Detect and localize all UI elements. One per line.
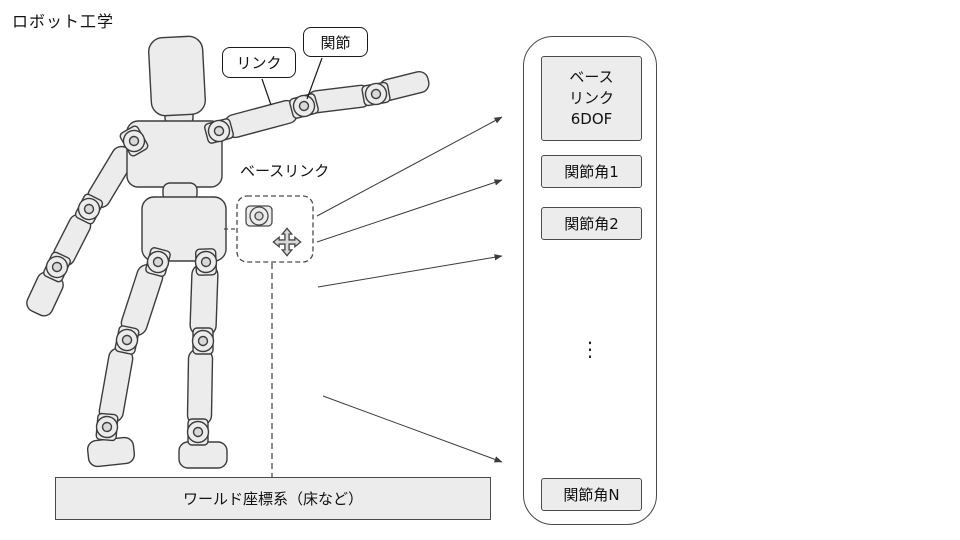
joint-callout: 関節 bbox=[303, 27, 368, 57]
right-elbow-joint bbox=[288, 91, 320, 121]
right-foot bbox=[178, 441, 228, 469]
state-base-link-6dof: ベース リンク 6DOF bbox=[541, 56, 642, 141]
left-ankle-joint bbox=[94, 412, 120, 442]
state-panel: ベース リンク 6DOF 関節角1 関節角2 ⋮ 関節角N bbox=[523, 36, 657, 525]
robot-head bbox=[148, 35, 206, 117]
state-arrows bbox=[316, 116, 503, 463]
right-hip-joint bbox=[194, 247, 218, 277]
robot-figure bbox=[26, 35, 430, 469]
state-joint-angle-n: 関節角N bbox=[541, 478, 642, 511]
panel-ellipsis: ⋮ bbox=[580, 337, 600, 361]
left-foot bbox=[86, 436, 136, 468]
arrow-to-base-dof bbox=[316, 116, 503, 217]
callout-tails bbox=[261, 57, 323, 106]
base-link-label: ベースリンク bbox=[240, 162, 330, 180]
right-upper-arm-link bbox=[223, 99, 299, 139]
right-knee-joint bbox=[191, 327, 215, 355]
left-knee-joint bbox=[113, 324, 141, 356]
state-joint-angle-1: 関節角1 bbox=[541, 155, 642, 188]
move-icon bbox=[272, 227, 302, 257]
world-coordinate-box: ワールド座標系（床など） bbox=[55, 477, 491, 520]
right-shin-link bbox=[186, 348, 214, 426]
link-callout: リンク bbox=[222, 47, 296, 78]
arrow-to-joint-n bbox=[322, 395, 503, 463]
arrow-to-joint-2 bbox=[317, 254, 503, 288]
base-link-frame bbox=[224, 195, 314, 263]
arrow-to-joint-1 bbox=[316, 179, 503, 243]
state-joint-angle-2: 関節角2 bbox=[541, 207, 642, 240]
right-wrist-joint bbox=[360, 80, 392, 108]
joint-icon bbox=[245, 205, 273, 227]
left-shin-link bbox=[98, 347, 134, 423]
right-ankle-joint bbox=[186, 418, 210, 446]
page-title: ロボット工学 bbox=[12, 12, 115, 31]
